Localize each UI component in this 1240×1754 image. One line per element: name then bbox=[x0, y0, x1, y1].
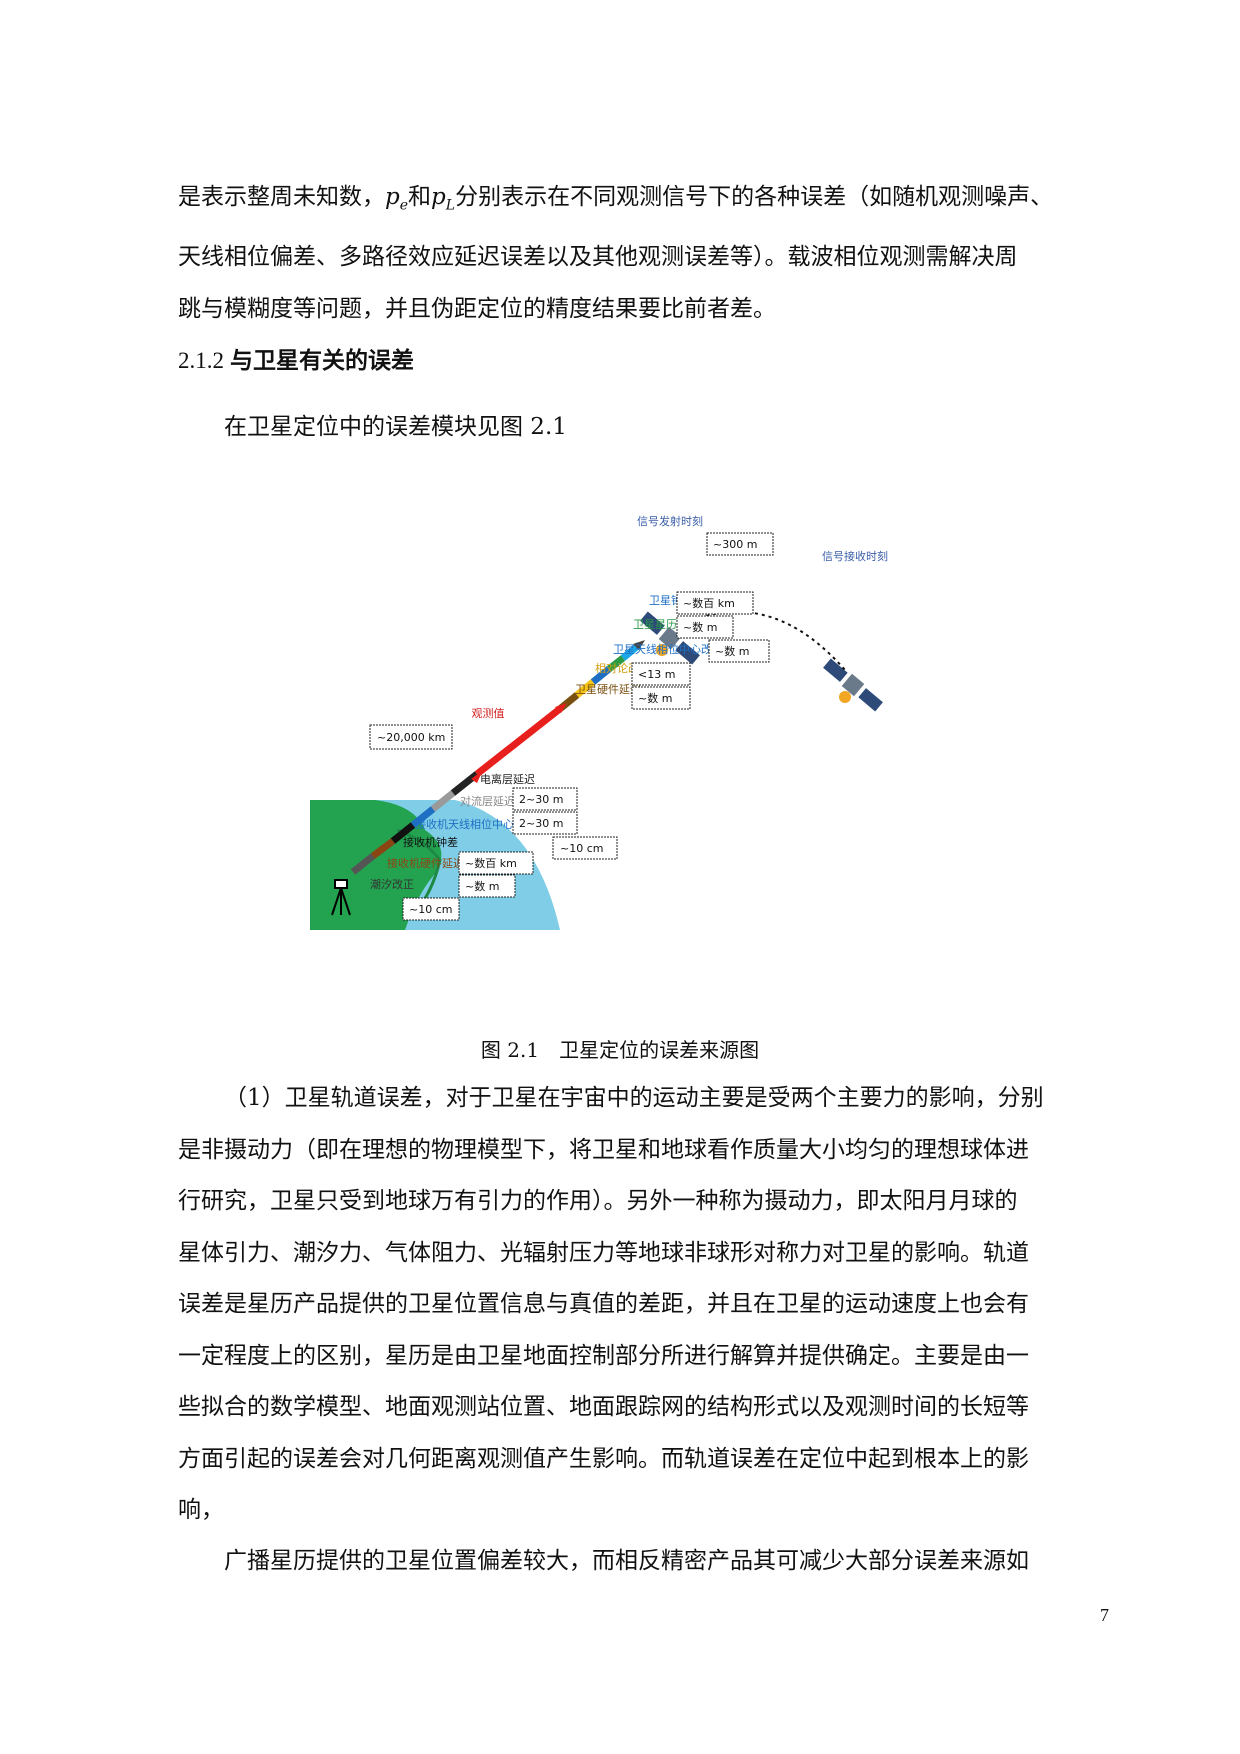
value-observation: ~20,000 km bbox=[377, 731, 445, 744]
observation-label: 观测值 bbox=[472, 707, 505, 720]
paragraph-line: 些拟合的数学模型、地面观测站位置、地面跟踪网的结构形式以及观测时间的长短等 bbox=[178, 1394, 1029, 1420]
label-sat-hardware: 卫星硬件延迟 bbox=[575, 683, 641, 696]
value-rcv-hardware: ~数 m bbox=[465, 880, 499, 893]
value-rcv-antenna: ~10 cm bbox=[560, 842, 603, 855]
error-diagram: 信号发射时刻 信号接收时刻 观测值 卫星钟差 卫星星历误差 卫星天线相位中心改正… bbox=[310, 514, 888, 930]
label-sat-antenna: 卫星天线相位中心改正 bbox=[613, 642, 723, 656]
value-relativity: <13 m bbox=[638, 668, 675, 681]
value-box-ionosphere bbox=[512, 787, 578, 811]
value-box-sat-ephemeris bbox=[676, 615, 734, 639]
value-box-relativity bbox=[631, 662, 691, 686]
error-source-figure: 信号发射时刻 信号接收时刻 观测值 卫星钟差 卫星星历误差 卫星天线相位中心改正… bbox=[305, 500, 985, 1000]
label-tide: 潮汐改正 bbox=[370, 877, 414, 891]
value-box-rcv-hardware bbox=[458, 874, 516, 898]
signal-emit-label: 信号发射时刻 bbox=[637, 514, 703, 528]
value-box-sat-clock bbox=[676, 591, 754, 615]
value-box-sat-hardware bbox=[631, 686, 691, 710]
page-number: 7 bbox=[1100, 1605, 1109, 1625]
value-box-tide bbox=[402, 897, 460, 921]
value-box-sat-antenna bbox=[708, 639, 770, 663]
value-sat-hardware: ~数 m bbox=[638, 692, 672, 705]
symbol-pl: pL bbox=[431, 184, 456, 214]
last-paragraph: 广播星历提供的卫星位置偏差较大，而相反精密产品其可减少大部分误差来源如 bbox=[224, 1548, 1029, 1574]
value-sat-clock: ~数百 km bbox=[683, 597, 735, 610]
paragraph-line: 是表示整周未知数，pe和pL分别表示在不同观测信号下的各种误差（如随机观测噪声、 bbox=[178, 184, 1054, 214]
value-box-travel bbox=[706, 532, 774, 556]
paragraph-line: 响， bbox=[178, 1497, 224, 1523]
label-troposphere: 对流层延迟 bbox=[460, 794, 515, 808]
signal-path bbox=[350, 642, 642, 875]
value-travel: ~300 m bbox=[713, 538, 757, 551]
paragraph-line: 行研究，卫星只受到地球万有引力的作用）。另外一种称为摄动力，即太阳月月球的 bbox=[178, 1188, 1018, 1214]
section-title: 与卫星有关的误差 bbox=[230, 348, 414, 373]
satellite-motion-arc bbox=[692, 610, 846, 671]
figure-caption: 图 2.1 卫星定位的误差来源图 bbox=[480, 1038, 760, 1062]
value-sat-antenna: ~数 m bbox=[715, 645, 749, 658]
value-box-rcv-clock bbox=[458, 851, 534, 875]
body-paragraph: （1）卫星轨道误差，对于卫星在宇宙中的运动主要是受两个主要力的影响，分别 是非摄… bbox=[178, 1073, 1118, 1537]
value-rcv-clock: ~数百 km bbox=[465, 857, 517, 870]
value-box-rcv-antenna bbox=[552, 836, 618, 860]
value-sat-ephemeris: ~数 m bbox=[683, 621, 717, 634]
paragraph-line: 天线相位偏差、多路径效应延迟误差以及其他观测误差等）。载波相位观测需解决周 bbox=[178, 244, 1018, 271]
receiver-tripod-icon bbox=[331, 879, 351, 916]
path-arrows bbox=[471, 640, 645, 783]
intro-paragraph: 在卫星定位中的误差模块见图 2.1 bbox=[224, 414, 567, 440]
value-troposphere: 2~30 m bbox=[519, 817, 563, 830]
label-rcv-hardware: 接收机硬件延迟 bbox=[387, 856, 464, 870]
paragraph-line: 跳与模糊度等问题，并且伪距定位的精度结果要比前者差。 bbox=[178, 295, 776, 322]
paragraph-line: 是非摄动力（即在理想的物理模型下，将卫星和地球看作质量大小均匀的理想球体进 bbox=[178, 1136, 1029, 1163]
paragraph-line: 一定程度上的区别，星历是由卫星地面控制部分所进行解算并提供确定。主要是由一 bbox=[178, 1342, 1029, 1369]
label-rcv-clock: 接收机钟差 bbox=[403, 835, 458, 849]
value-box-troposphere bbox=[512, 811, 578, 835]
label-ionosphere: 电离层延迟 bbox=[480, 772, 535, 786]
paragraph-line: （1）卫星轨道误差，对于卫星在宇宙中的运动主要是受两个主要力的影响，分别 bbox=[224, 1085, 1044, 1111]
satellite-emit-icon bbox=[640, 611, 700, 665]
paragraph-line: 星体引力、潮汐力、气体阻力、光辐射压力等地球非球形对称力对卫星的影响。轨道 bbox=[178, 1239, 1029, 1266]
value-box-observation bbox=[369, 724, 453, 750]
paragraph-line: 方面引起的误差会对几何距离观测值产生影响。而轨道误差在定位中起到根本上的影 bbox=[178, 1445, 1029, 1472]
paragraph-line: 误差是星历产品提供的卫星位置信息与真值的差距，并且在卫星的运动速度上也会有 bbox=[178, 1291, 1029, 1317]
section-number: 2.1.2 bbox=[178, 348, 224, 373]
symbol-pe: pe bbox=[385, 184, 409, 214]
satellite-receive-icon bbox=[823, 658, 883, 712]
label-rcv-antenna: 接收机天线相位中心改正 bbox=[415, 817, 536, 831]
top-paragraph: 是表示整周未知数，pe和pL分别表示在不同观测信号下的各种误差（如随机观测噪声、… bbox=[178, 172, 1118, 335]
value-tide: ~10 cm bbox=[409, 903, 452, 916]
value-ionosphere: 2~30 m bbox=[519, 793, 563, 806]
signal-receive-label: 信号接收时刻 bbox=[822, 549, 888, 563]
